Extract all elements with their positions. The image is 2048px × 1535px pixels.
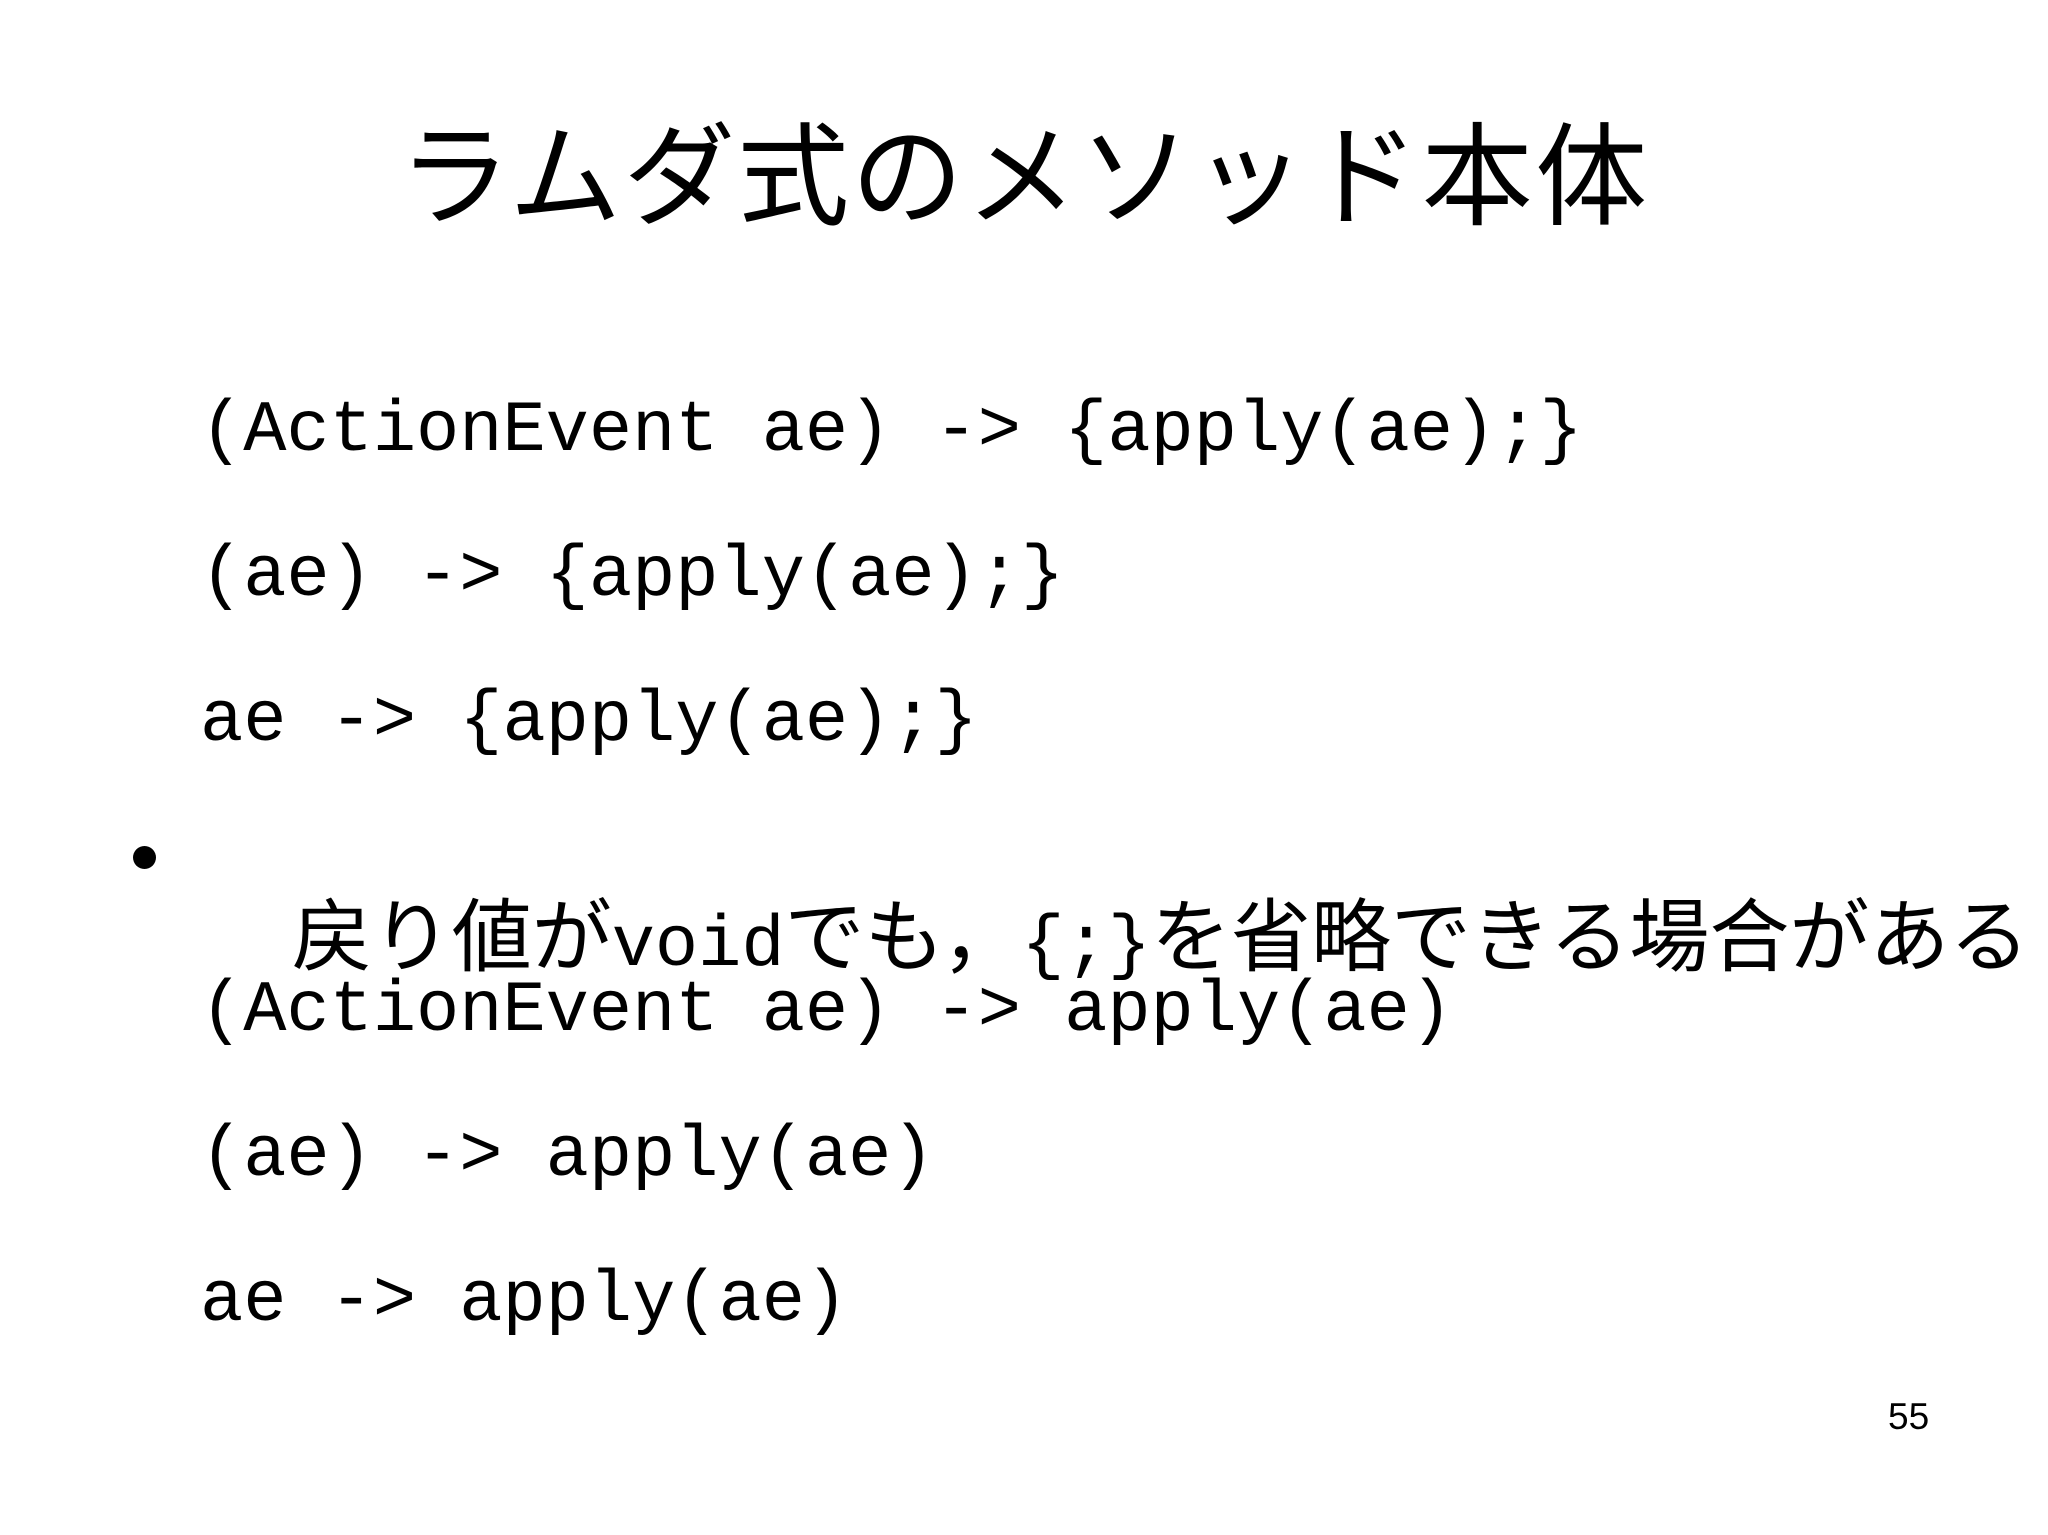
page-number: 55 (1888, 1396, 1930, 1437)
bullet-segment-code-void: void (611, 905, 785, 987)
code-line-inferred-type-form: (ae) -> {apply(ae);} (200, 535, 1065, 617)
bullet-segment-jp: でも， (784, 891, 1022, 984)
bullet-point-text: 戻り値がvoidでも，{;}を省略できる場合がある (190, 818, 2030, 1062)
bullet-segment-code-braces: {;} (1021, 905, 1151, 987)
bullet-segment-jp: 戻り値が (291, 891, 612, 984)
code-line-no-paren-no-braces: ae -> apply(ae) (200, 1260, 849, 1342)
code-line-full-form: (ActionEvent ae) -> {apply(ae);} (200, 390, 1583, 472)
code-line-no-paren-form: ae -> {apply(ae);} (200, 680, 978, 762)
bullet-segment-jp: を省略できる場合がある (1150, 891, 2030, 984)
bullet-marker-icon (133, 846, 156, 869)
slide-title: ラムダ式のメソッド本体 (398, 113, 1650, 243)
code-line-full-form-no-braces: (ActionEvent ae) -> apply(ae) (200, 970, 1454, 1052)
code-line-inferred-type-no-braces: (ae) -> apply(ae) (200, 1115, 935, 1197)
